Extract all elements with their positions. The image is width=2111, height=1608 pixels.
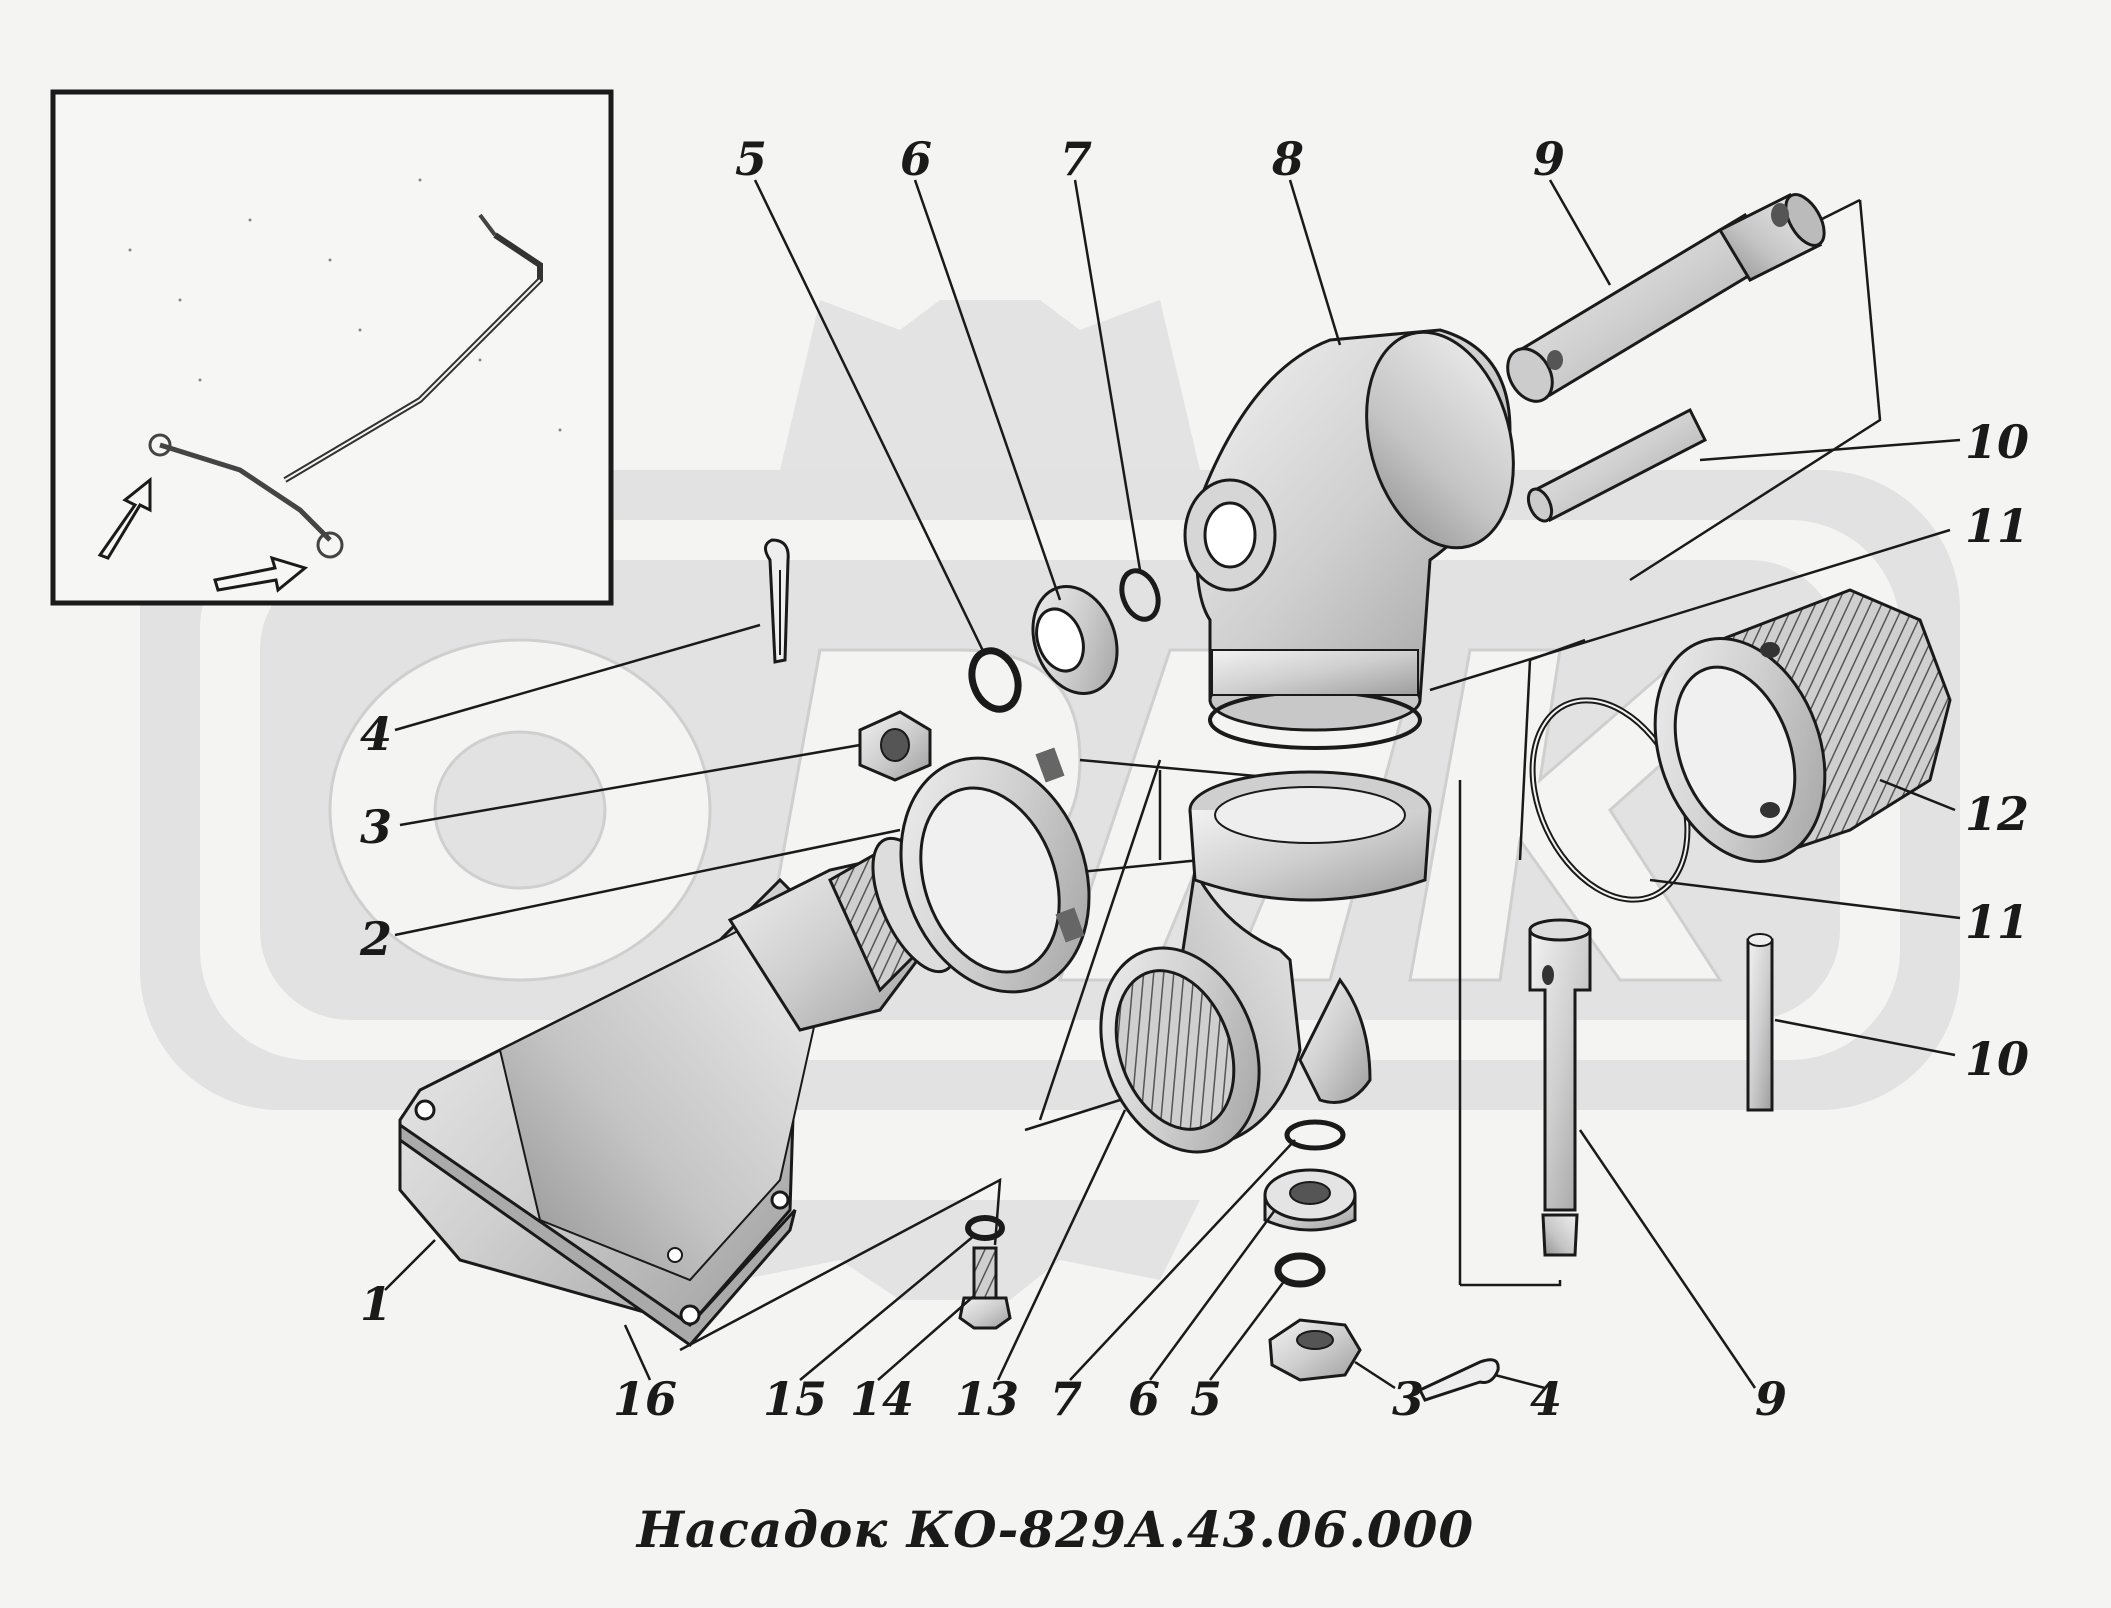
callout-labels: 5 6 7 8 9 10 11 4 3 2 12 11 10 1 16 15 1… [359, 132, 2029, 1426]
part-13-lower-elbow [1099, 770, 1432, 1154]
part-3-hex-nut-bottom [1268, 1318, 1362, 1382]
part-10-pin-top [1526, 407, 1708, 523]
callout-9-top: 9 [1533, 132, 1565, 186]
callout-7-bottom: 7 [1050, 1372, 1082, 1426]
part-6-bushing-bottom [1263, 1168, 1357, 1232]
part-7-o-ring-top [1119, 568, 1161, 622]
part-10-pin-bottom [1746, 933, 1774, 1112]
part-15-spring-washer [965, 1215, 1005, 1241]
figure-caption: Насадок КО-829А.43.06.000 [636, 1500, 1475, 1559]
callout-1: 1 [360, 1277, 392, 1331]
callout-11-top: 11 [1965, 499, 2029, 553]
callout-3-left: 3 [360, 800, 392, 854]
leader-lines [384, 179, 1961, 1390]
callout-9-bottom: 9 [1755, 1372, 1787, 1426]
callout-16: 16 [613, 1372, 677, 1426]
callout-6-bottom: 6 [1128, 1372, 1160, 1426]
callout-14: 14 [850, 1372, 914, 1426]
part-1-flanged-elbow [398, 877, 822, 1348]
callout-13: 13 [955, 1372, 1019, 1426]
part-3-hex-nut-top [858, 710, 932, 782]
inset-location-view [50, 89, 614, 606]
callout-5-top: 5 [735, 132, 767, 186]
callout-2: 2 [359, 912, 392, 966]
part-12-threaded-sleeve [1653, 588, 1952, 863]
part-9-axle-pin-top [1506, 193, 1826, 403]
part-8-upper-elbow [1183, 328, 1515, 750]
part-5-snap-ring-bottom [1274, 1252, 1326, 1288]
callout-11-bottom: 11 [1965, 895, 2029, 949]
part-4-split-pin-top [764, 538, 790, 664]
callout-8: 8 [1271, 132, 1304, 186]
callout-7-top: 7 [1060, 132, 1092, 186]
callout-12: 12 [1965, 787, 2029, 841]
part-7-o-ring-bottom [1284, 1119, 1346, 1151]
callout-4-bottom: 4 [1530, 1372, 1562, 1426]
part-6-bushing-top [1031, 585, 1119, 695]
part-14-bolt [958, 1246, 1012, 1330]
part-9-axle-pin-bottom [1528, 918, 1592, 1257]
part-2-slotted-nut [899, 747, 1091, 994]
callout-10-top: 10 [1965, 415, 2029, 469]
callout-15: 15 [763, 1372, 827, 1426]
part-4-split-pin-bottom [1417, 1358, 1500, 1402]
callout-3-bottom: 3 [1392, 1372, 1424, 1426]
callout-6-top: 6 [900, 132, 932, 186]
callout-4-left: 4 [360, 707, 392, 761]
callout-5-bottom: 5 [1190, 1372, 1222, 1426]
callout-10-bottom: 10 [1965, 1032, 2029, 1086]
